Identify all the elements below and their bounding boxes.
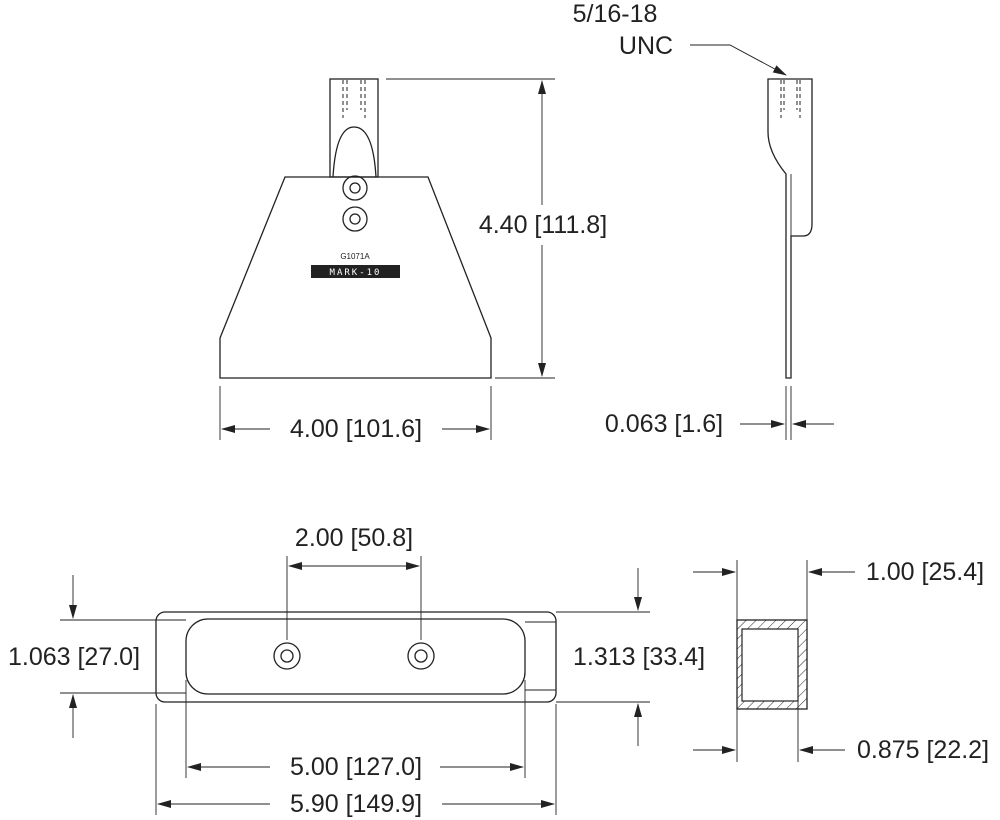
hole-right — [407, 642, 435, 670]
dim-height: 4.40 [111.8] — [479, 211, 607, 239]
dim-thickness: 0.063 [1.6] — [605, 410, 723, 438]
dim-width: 4.00 [101.6] — [290, 415, 422, 443]
dim-inner-height: 1.063 [27.0] — [8, 643, 140, 671]
section-view: 1.00 [25.4] 0.875 [22.2] — [693, 558, 989, 764]
dim-outer-height: 1.313 [33.4] — [573, 643, 705, 671]
side-hidden-thread — [780, 80, 801, 118]
side-view: 5/16-18 UNC 0.063 [1.6] — [573, 0, 834, 440]
plate-outline — [219, 176, 492, 379]
dim-inner-length: 5.00 [127.0] — [290, 753, 422, 781]
top-view: 2.00 [50.8] 1.063 [27.0] 1.313 [33.4] 5.… — [8, 524, 705, 818]
tapped-hole-hidden-lines — [342, 80, 366, 118]
dim-outer-length: 5.90 [149.9] — [290, 790, 422, 818]
rivet-lower — [342, 206, 368, 232]
front-view: G1071A MARK-10 4.40 [111.8] 4.00 [101.6] — [219, 78, 607, 443]
dim-section-inner: 0.875 [22.2] — [857, 736, 989, 764]
hole-left — [273, 642, 301, 670]
base-inner — [185, 618, 526, 695]
section-inner — [741, 628, 799, 702]
stem-body — [329, 78, 379, 178]
stem-transition — [332, 126, 377, 178]
base-outer — [155, 611, 557, 703]
brand-logo-text: MARK-10 — [330, 268, 382, 278]
brand-logo-box — [311, 265, 400, 278]
rivet-upper — [342, 175, 368, 201]
dim-hole-spacing: 2.00 [50.8] — [295, 524, 413, 552]
thread-callout-bottom: UNC — [619, 32, 673, 60]
part-number-label: G1071A — [340, 252, 370, 261]
side-profile — [767, 78, 813, 379]
dim-section-outer: 1.00 [25.4] — [866, 558, 984, 586]
thread-callout-top: 5/16-18 — [573, 0, 658, 28]
